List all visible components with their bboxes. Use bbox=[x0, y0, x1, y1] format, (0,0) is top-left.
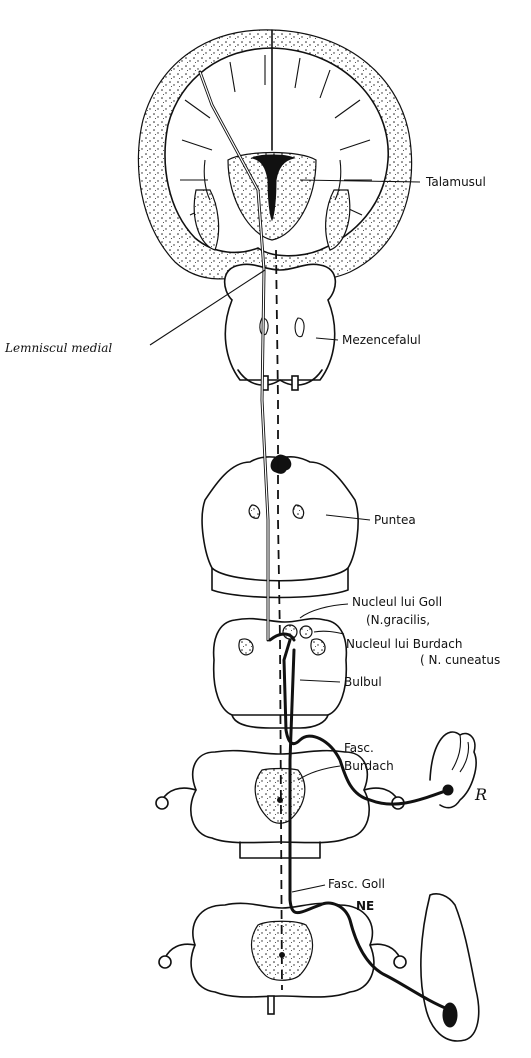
label-lemniscul-medial: Lemniscul medial bbox=[4, 341, 112, 355]
label-fasc-goll: Fasc. Goll bbox=[328, 877, 385, 891]
label-r: R bbox=[474, 785, 487, 804]
label-n-gracilis: (N.gracilis, bbox=[366, 613, 430, 627]
midbrain-section bbox=[225, 264, 336, 390]
label-nucleul-goll: Nucleul lui Goll bbox=[352, 595, 442, 609]
label-nucleul-burdach: Nucleul lui Burdach bbox=[346, 637, 462, 651]
label-n-cuneatus: ( N. cuneatus bbox=[420, 653, 500, 667]
label-talamusul: Talamusul bbox=[425, 175, 486, 189]
label-bulbul: Bulbul bbox=[344, 675, 382, 689]
foot-drawing bbox=[421, 894, 479, 1041]
cerebrum-coronal-section bbox=[138, 30, 411, 280]
label-ne: NE bbox=[356, 899, 374, 913]
pons-section bbox=[202, 455, 358, 598]
label-puntea: Puntea bbox=[374, 513, 416, 527]
hand-drawing bbox=[430, 732, 476, 808]
label-fasc-burdach-1: Fasc. bbox=[344, 741, 374, 755]
label-mezencefalul: Mezencefalul bbox=[342, 333, 421, 347]
label-fasc-burdach-2: Burdach bbox=[344, 759, 394, 773]
